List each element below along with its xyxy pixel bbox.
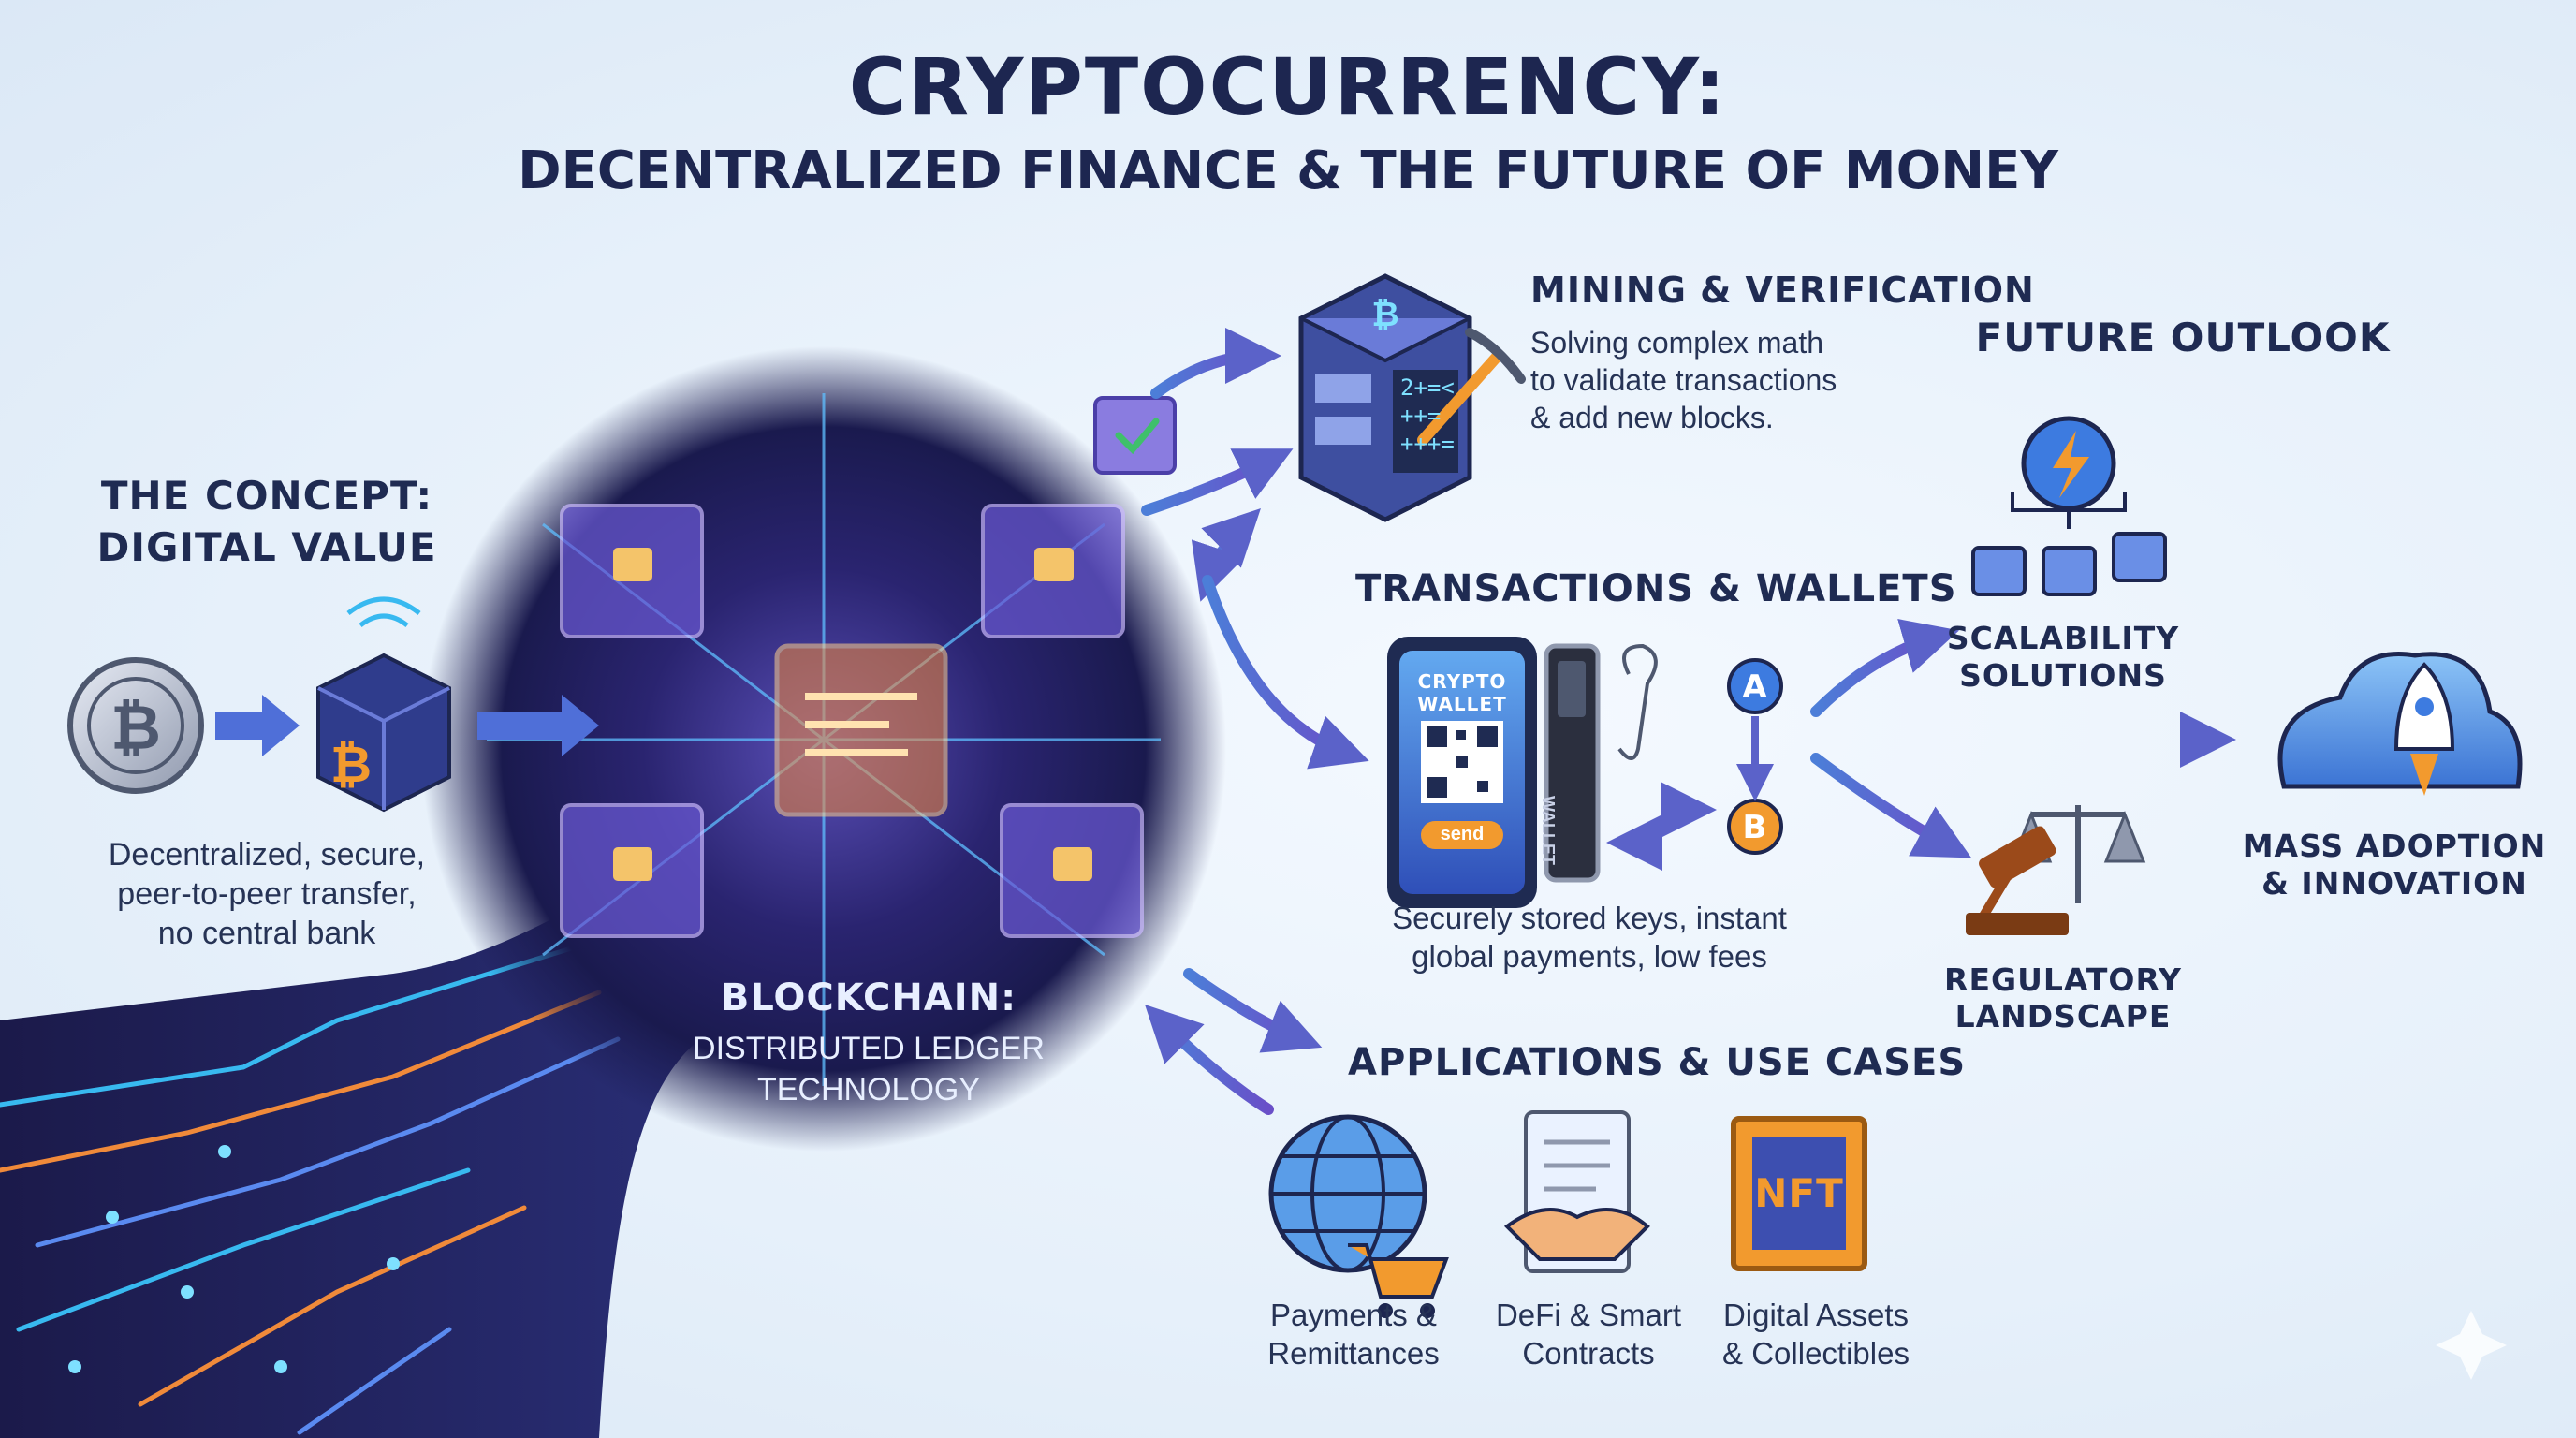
concept-heading-line2: DIGITAL VALUE xyxy=(96,524,437,570)
ledger-block-top-left xyxy=(560,504,704,638)
regulatory-line2: LANDSCAPE xyxy=(1954,998,2172,1034)
svg-text:₿: ₿ xyxy=(1371,296,1398,334)
mining-heading: MINING & VERIFICATION xyxy=(1530,270,2035,311)
transactions-desc-line1: Securely stored keys, instant xyxy=(1392,901,1787,935)
svg-text:₿: ₿ xyxy=(110,692,161,764)
app-nft-line2: & Collectibles xyxy=(1722,1336,1910,1371)
scalability-line1: SCALABILITY xyxy=(1946,620,2180,656)
ledger-blocks xyxy=(560,504,1144,938)
concept-heading-line1: THE CONCEPT: xyxy=(100,473,433,519)
handshake-contract-icon xyxy=(1503,1110,1650,1273)
scalability-line2: SOLUTIONS xyxy=(1959,657,2167,694)
nft-frame-icon xyxy=(1731,1116,1867,1271)
lightning-hub-icon xyxy=(2011,416,2127,529)
blockchain-sub-line2: TECHNOLOGY xyxy=(756,1072,981,1108)
app-defi-line1: DeFi & Smart xyxy=(1495,1298,1682,1332)
phone-label-line2: WALLET xyxy=(1417,693,1507,715)
globe-cart-icon xyxy=(1268,1114,1449,1318)
ledger-block-bottom-left xyxy=(560,803,704,938)
send-button-label: send xyxy=(1440,824,1485,844)
flow-arrows xyxy=(1141,328,2236,1115)
gavel-scales-icon xyxy=(1966,805,2146,935)
ledger-block-top-right xyxy=(981,504,1125,638)
blockchain-heading: BLOCKCHAIN: xyxy=(720,976,1017,1020)
regulatory-line1: REGULATORY xyxy=(1944,961,2182,998)
app-payments-line1: Payments & xyxy=(1270,1298,1437,1332)
concept-arrows xyxy=(215,695,599,756)
node-b-label: B xyxy=(1742,809,1768,846)
mining-desc-line2: to validate transactions xyxy=(1530,363,1837,397)
app-nft-line1: Digital Assets xyxy=(1722,1298,1910,1332)
concept-desc-line3: no central bank xyxy=(157,916,376,951)
node-a-label: A xyxy=(1742,668,1768,706)
ledger-block-bottom-right xyxy=(1000,803,1144,938)
page-subtitle: DECENTRALIZED FINANCE & THE FUTURE OF MO… xyxy=(518,140,2058,201)
verified-block-icon xyxy=(1093,396,1177,475)
concept-desc-line2: peer-to-peer transfer, xyxy=(117,876,417,912)
phone-label-line1: CRYPTO xyxy=(1417,670,1507,693)
mining-server-icon: ₿ xyxy=(1298,273,1472,522)
concept-desc-line1: Decentralized, secure, xyxy=(108,837,426,873)
nft-badge-label: NFT xyxy=(1754,1170,1844,1216)
adoption-line1: MASS ADOPTION xyxy=(2242,828,2547,864)
digital-value-cube-icon: ₿ xyxy=(316,596,451,813)
pickaxe-icon xyxy=(1417,328,1526,446)
bitcoin-coin-icon: ₿ xyxy=(67,657,204,794)
mining-desc-line3: & add new blocks. xyxy=(1530,401,1774,434)
app-defi-line2: Contracts xyxy=(1522,1336,1655,1371)
circuit-nodes xyxy=(68,1145,400,1373)
blockchain-sub-line1: DISTRIBUTED LEDGER xyxy=(693,1031,1045,1066)
ledger-block-center xyxy=(774,643,948,817)
adoption-line2: & INNOVATION xyxy=(2261,865,2527,902)
circuit-traces xyxy=(0,943,621,1435)
app-payments-line2: Remittances xyxy=(1267,1336,1440,1371)
applications-heading: APPLICATIONS & USE CASES xyxy=(1348,1041,1967,1084)
cloud-rocket-icon xyxy=(2277,652,2523,796)
mining-screen-line3: +++= xyxy=(1400,431,1455,457)
hardware-wallet-icon xyxy=(1544,643,1658,883)
transactions-heading: TRANSACTIONS & WALLETS xyxy=(1355,567,1957,610)
page-title: CRYPTOCURRENCY: xyxy=(848,41,1728,133)
hardware-wallet-label: WALLET xyxy=(1539,796,1558,865)
svg-text:₿: ₿ xyxy=(330,735,372,794)
mining-desc-line1: Solving complex math xyxy=(1530,326,1824,360)
phone-wallet-icon xyxy=(1387,637,1537,908)
mining-screen-line2: ++= xyxy=(1400,403,1442,429)
scalability-blocks-icon xyxy=(1971,532,2167,596)
sparkle-icon xyxy=(2436,1311,2507,1380)
future-heading: FUTURE OUTLOOK xyxy=(1975,315,2391,360)
mining-screen-line1: 2+=< xyxy=(1400,374,1455,401)
transactions-desc-line2: global payments, low fees xyxy=(1412,939,1767,974)
node-a-icon xyxy=(1727,658,1783,714)
